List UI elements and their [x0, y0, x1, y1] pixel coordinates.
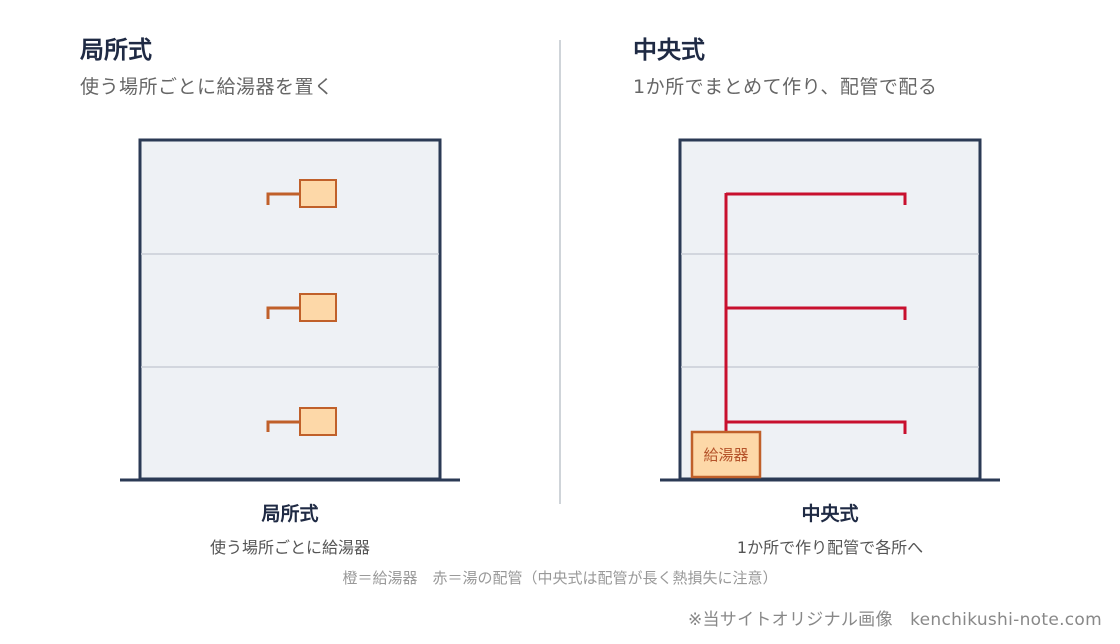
- left-pipe-floor-3: [266, 192, 300, 205]
- left-panel-subtitle: 使う場所ごとに給湯器を置く: [80, 76, 334, 98]
- right-building-diagram: [660, 138, 1000, 482]
- left-heater-floor-3: [299, 179, 337, 208]
- left-pipe-floor-1: [266, 420, 300, 432]
- left-pipe-floor-2: [266, 306, 300, 319]
- left-building-diagram: [120, 138, 460, 482]
- left-caption-subtitle: 使う場所ごとに給湯器: [209, 538, 370, 557]
- right-caption-subtitle: 1か所で作り配管で各所へ: [736, 538, 924, 557]
- legend-text: 橙＝給湯器 赤＝湯の配管（中央式は配管が長く熱損失に注意）: [342, 569, 778, 587]
- left-heater-floor-2: [299, 293, 337, 322]
- right-panel-subtitle: 1か所でまとめて作り、配管で配る: [633, 76, 938, 98]
- panel-divider: [559, 40, 561, 504]
- left-heater-unit-floor-2: [266, 293, 337, 322]
- image-credit: ※当サイトオリジナル画像 kenchikushi-note.com: [687, 610, 1102, 630]
- central-heater-label: 給湯器: [703, 446, 749, 464]
- right-pipe-network: [724, 192, 907, 434]
- left-heater-unit-floor-3: [266, 179, 337, 208]
- right-branch-pipe-floor-1: [726, 420, 907, 434]
- right-caption-title: 中央式: [801, 503, 859, 525]
- right-branch-pipe-floor-3: [726, 192, 907, 205]
- left-heater-unit-floor-1: [266, 407, 337, 436]
- right-branch-pipe-floor-2: [726, 306, 907, 320]
- left-caption-title: 局所式: [261, 503, 319, 525]
- left-heater-floor-1: [299, 407, 337, 436]
- central-heater: [690, 430, 762, 479]
- right-panel-title: 中央式: [633, 36, 705, 64]
- left-panel-title: 局所式: [80, 36, 152, 64]
